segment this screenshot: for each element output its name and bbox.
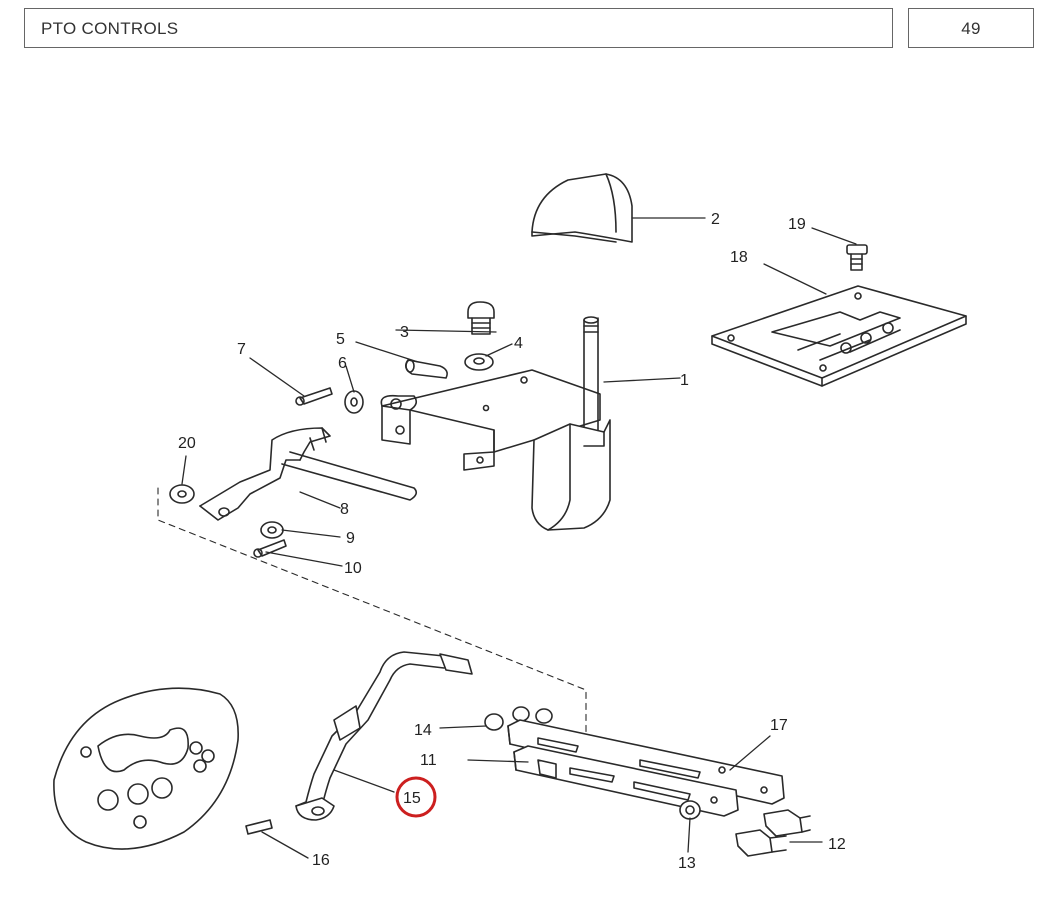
callout-1[interactable]: 1	[680, 372, 689, 389]
part-6-washer[interactable]	[344, 390, 364, 414]
part-18-gate-plate[interactable]	[711, 285, 967, 387]
callout-labels: 1 2 3 4 5 6 7 8 9 10 11 12 13 14 15 16 1…	[178, 211, 846, 872]
callout-2[interactable]: 2	[711, 211, 720, 228]
callout-13[interactable]: 13	[678, 855, 696, 872]
callout-15[interactable]: 15	[403, 790, 421, 807]
callout-10[interactable]: 10	[344, 560, 362, 577]
part-17-rail[interactable]	[507, 719, 785, 805]
page-title: PTO CONTROLS	[41, 19, 179, 38]
callout-17[interactable]: 17	[770, 717, 788, 734]
title-box: PTO CONTROLS	[24, 8, 893, 48]
part-2-knob[interactable]	[531, 173, 633, 243]
callout-5[interactable]: 5	[336, 331, 345, 348]
part-10-cotter-pin[interactable]	[253, 539, 287, 558]
part-20-washer[interactable]	[169, 484, 195, 504]
leader-lines	[181, 217, 857, 859]
part-16-pin[interactable]	[245, 819, 273, 835]
callout-20[interactable]: 20	[178, 435, 196, 452]
callout-14[interactable]: 14	[414, 722, 432, 739]
page-number: 49	[961, 19, 981, 38]
part-19-screw[interactable]	[846, 244, 868, 271]
part-14-nut[interactable]	[484, 706, 553, 731]
callout-11[interactable]: 11	[420, 752, 437, 769]
transmission-plate	[53, 687, 239, 850]
part-12-bolt[interactable]	[735, 809, 811, 857]
callout-3[interactable]: 3	[400, 324, 409, 341]
part-4-nut[interactable]	[464, 353, 494, 371]
callout-19[interactable]: 19	[788, 216, 806, 233]
callout-6[interactable]: 6	[338, 355, 347, 372]
callout-4[interactable]: 4	[514, 335, 523, 352]
part-8-cross-shaft[interactable]	[199, 427, 418, 521]
callout-18[interactable]: 18	[730, 249, 748, 266]
callout-9[interactable]: 9	[346, 530, 355, 547]
part-9-washer[interactable]	[260, 521, 284, 539]
callout-16[interactable]: 16	[312, 852, 330, 869]
part-5-pin[interactable]	[404, 359, 448, 379]
callout-8[interactable]: 8	[340, 501, 349, 518]
part-1-lever-bracket[interactable]	[380, 316, 611, 531]
callout-15-highlight	[395, 776, 437, 818]
part-7-cotter-pin[interactable]	[295, 387, 333, 406]
page-number-box: 49	[908, 8, 1034, 48]
part-15-rod[interactable]	[295, 651, 473, 821]
callout-7[interactable]: 7	[237, 341, 246, 358]
alignment-lines	[157, 487, 587, 761]
part-11-rail[interactable]	[513, 745, 739, 817]
part-13-washer[interactable]	[679, 800, 701, 820]
part-3-bolt[interactable]	[467, 301, 495, 335]
callout-12[interactable]: 12	[828, 836, 846, 853]
